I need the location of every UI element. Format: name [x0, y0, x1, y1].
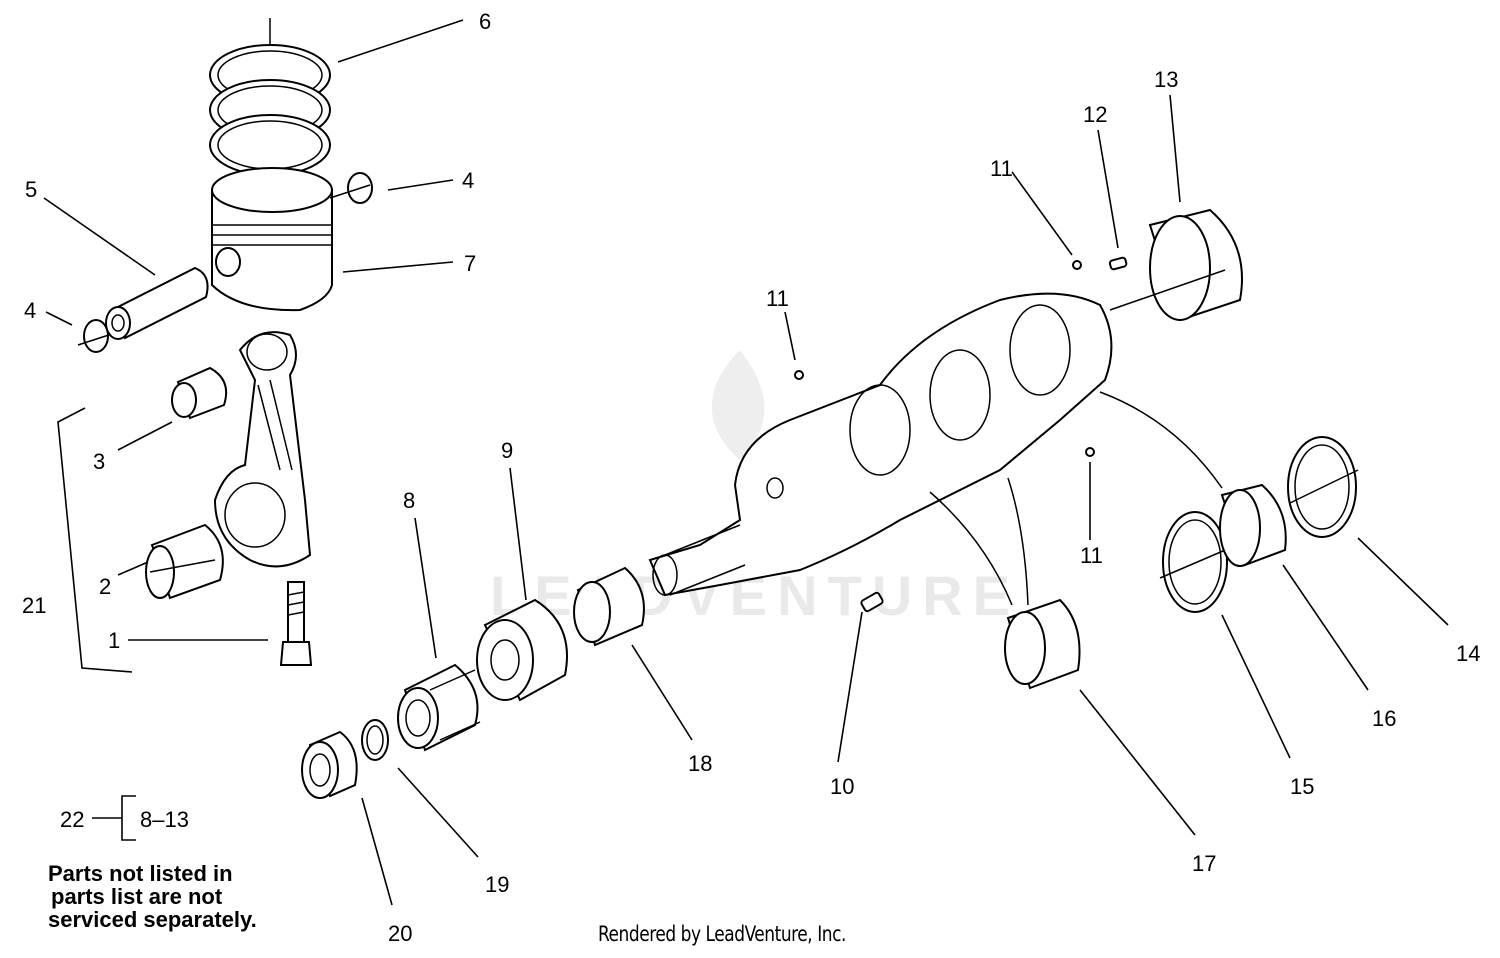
crankshaft: [648, 292, 1113, 597]
callout-11-top: 11: [990, 156, 1013, 181]
callout-15: 15: [1290, 774, 1314, 799]
footnote-line-1: Parts not listed in: [48, 861, 233, 886]
callout-1: 1: [108, 628, 120, 653]
callout-21: 21: [22, 593, 46, 618]
callout-7: 7: [464, 251, 476, 276]
thrust-bearing: [1219, 483, 1287, 567]
kit-range: 8–13: [140, 807, 189, 832]
callout-5: 5: [25, 177, 37, 202]
woodruff-key: [860, 591, 884, 613]
watermark-flame-icon: [711, 350, 765, 460]
bracket-21: [57, 407, 133, 673]
piston-rings: [209, 18, 331, 176]
callout-17: 17: [1192, 851, 1216, 876]
crankshaft-gear-small: [397, 663, 481, 752]
snap-ring-upper: [329, 172, 373, 204]
callout-14: 14: [1456, 641, 1480, 666]
callout-4-upper: 4: [462, 168, 474, 193]
callout-12: 12: [1083, 102, 1107, 127]
plug-lower-right: [1085, 447, 1095, 457]
callout-11-left: 11: [766, 286, 789, 311]
main-bearing-rear: [1109, 208, 1243, 322]
callout-11-right: 11: [1080, 543, 1103, 568]
rod-bearing: [145, 523, 224, 600]
callout-3: 3: [93, 449, 105, 474]
piston-pin: [105, 266, 209, 340]
plug-upper-left: [794, 370, 804, 380]
thrust-washer-rear: [1287, 436, 1359, 538]
credit-text: Rendered by LeadVenture, Inc.: [598, 922, 846, 946]
dowel-pin: [1108, 256, 1128, 271]
callout-19: 19: [485, 872, 509, 897]
main-bearing-front: [573, 566, 645, 647]
assembly-arc-2: [1007, 477, 1029, 606]
leader-lines: [43, 19, 1449, 906]
rod-bolt: [279, 581, 313, 666]
piston: [211, 167, 333, 312]
callout-2: 2: [99, 574, 111, 599]
main-bearing-center: [1004, 598, 1081, 690]
assembly-arc-3: [1099, 391, 1223, 489]
kit-number: 22: [60, 807, 84, 832]
callout-20: 20: [388, 921, 412, 946]
footnote-line-2: parts list are not: [51, 884, 223, 909]
callout-6: 6: [479, 9, 491, 34]
thrust-washer-front: [1159, 511, 1231, 613]
plug-upper-right: [1072, 260, 1082, 270]
crankshaft-gear-large: [476, 598, 568, 702]
callout-8: 8: [403, 488, 415, 513]
spacer-ring: [361, 719, 389, 761]
kit-bracket-22: 22 8–13: [60, 795, 189, 841]
footnote-line-3: serviced separately.: [48, 907, 257, 932]
footnote: Parts not listed in parts list are not s…: [48, 862, 257, 931]
callout-13: 13: [1154, 67, 1178, 92]
assembly-arc-1: [929, 491, 1013, 606]
callout-18: 18: [688, 751, 712, 776]
connecting-rod: [213, 331, 312, 568]
oil-seal: [301, 730, 358, 799]
callout-9: 9: [501, 438, 513, 463]
callout-4-lower: 4: [24, 298, 36, 323]
pin-bushing: [171, 366, 228, 420]
callout-16: 16: [1372, 706, 1396, 731]
callout-10: 10: [830, 774, 854, 799]
